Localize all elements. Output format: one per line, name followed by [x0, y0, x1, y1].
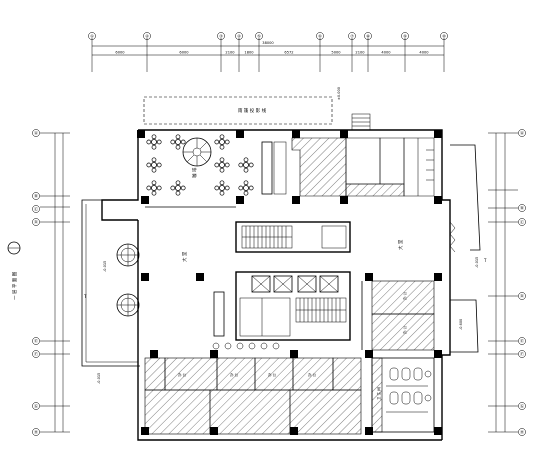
dimension-text: 6000 — [115, 51, 125, 55]
axis-label: Ⓑ — [520, 205, 524, 211]
axis-label: Ⓒ — [34, 206, 38, 212]
axis-label: Ⓕ — [34, 351, 38, 357]
planters — [212, 342, 280, 350]
canopy-projection: 雨 篷 投 影 线 — [143, 96, 333, 125]
axis-label: Ⓐ — [520, 130, 524, 136]
axis-bubble — [88, 32, 96, 40]
spiral-stair — [182, 137, 212, 167]
axis-label: Ⓖ — [520, 403, 524, 409]
dimension-text: 2100 — [225, 51, 235, 55]
axis-label: Ⓒ — [520, 219, 524, 225]
dimension-text: 1800 — [244, 51, 254, 55]
office-label: 办 公 — [230, 372, 239, 377]
service-rooms-top — [291, 113, 435, 197]
axis-label: Ⓓ — [520, 293, 524, 299]
axis-label: ⑦ — [350, 34, 354, 39]
axis-label: Ⓔ — [34, 338, 38, 344]
axis-label: ② — [145, 34, 149, 39]
axis-bubble — [364, 32, 372, 40]
axis-label: ④ — [237, 34, 241, 39]
section-letter: T — [83, 294, 87, 299]
overall-dimension: 38000 — [262, 41, 274, 45]
dimension-text: 6572 — [284, 51, 293, 55]
elevators — [251, 275, 339, 293]
axis-bubble — [440, 32, 448, 40]
round-pillar — [116, 293, 140, 317]
section-letter: T — [483, 258, 487, 263]
axis-bubble — [255, 32, 263, 40]
axis-bubble — [143, 32, 151, 40]
axis-label: ⑧ — [366, 34, 370, 39]
dimension-text: 4000 — [419, 51, 429, 55]
axis-label: ⑨ — [403, 34, 407, 39]
axis-label: ③ — [219, 34, 223, 39]
axis-bubble — [217, 32, 225, 40]
elevation-mark: -0.600 — [459, 319, 463, 330]
axis-bubble — [316, 32, 324, 40]
axis-label: Ⓔ — [520, 338, 524, 344]
axis-label: Ⓑ — [34, 193, 38, 199]
cafe-label: 咖 啡 — [191, 167, 198, 178]
office-label: 办 公 — [402, 291, 407, 300]
axis-label: Ⓐ — [34, 130, 38, 136]
dimension-text: 4000 — [381, 51, 391, 55]
lobby: 大 堂 大 堂 — [116, 221, 456, 350]
lobby-label-left: 大 堂 — [181, 251, 188, 262]
elevation-mark: -0.015 — [475, 257, 479, 268]
toilet-label: 卫 生 间 — [376, 387, 381, 400]
office-label: 办 公 — [402, 325, 407, 334]
elevation-mark: -0.015 — [103, 261, 107, 272]
axis-bubble — [401, 32, 409, 40]
axis-label: Ⓖ — [34, 403, 38, 409]
round-pillar — [116, 243, 140, 267]
right-dimension-system: Ⓐ Ⓑ Ⓒ Ⓓ Ⓔ Ⓕ Ⓖ Ⓗ — [488, 129, 526, 436]
axis-label: Ⓗ — [34, 429, 38, 435]
axis-label: Ⓕ — [520, 351, 524, 357]
core — [235, 221, 351, 341]
cafe-area: 咖 啡 — [145, 134, 287, 208]
office-label: 办 公 — [268, 372, 277, 377]
axis-label: ⑤ — [257, 34, 261, 39]
office-label: 办 公 — [178, 372, 187, 377]
elevation-mark: ±0.000 — [337, 87, 341, 100]
axis-bubble — [348, 32, 356, 40]
lobby-label-right: 大 堂 — [397, 239, 404, 250]
axis-bubble — [235, 32, 243, 40]
office-label: 办 公 — [308, 372, 317, 377]
elevation-mark: -0.015 — [97, 373, 101, 384]
drawing-title-mark: 一 层 平 面 图 — [7, 241, 21, 300]
top-dimension-system: ① ② ③ ④ ⑤ ⑥ ⑦ ⑧ ⑨ ⑩ 38000 6000 6000 2100… — [88, 32, 448, 72]
canopy-label: 雨 篷 投 影 线 — [238, 107, 267, 114]
axis-label: ⑥ — [318, 34, 322, 39]
drawing-title: 一 层 平 面 图 — [12, 271, 18, 300]
left-dimension-system: Ⓐ Ⓑ Ⓒ Ⓓ Ⓔ Ⓕ Ⓖ Ⓗ — [32, 129, 70, 436]
dimension-text: 5000 — [331, 51, 341, 55]
toilets: 卫 生 间 — [371, 357, 435, 433]
annotations: ±0.000 -0.015 -0.015 -0.600 -0.015 T T — [83, 87, 487, 384]
axis-label: ① — [90, 34, 94, 39]
right-offices: 办 公 办 公 — [361, 280, 435, 351]
axis-label: ⑩ — [442, 34, 446, 39]
axis-label: Ⓓ — [34, 219, 38, 225]
axis-label: Ⓗ — [520, 429, 524, 435]
dimension-text: 6000 — [179, 51, 189, 55]
dimension-text: 2100 — [355, 51, 365, 55]
bottom-offices: 办 公 办 公 办 公 办 公 — [144, 357, 362, 435]
